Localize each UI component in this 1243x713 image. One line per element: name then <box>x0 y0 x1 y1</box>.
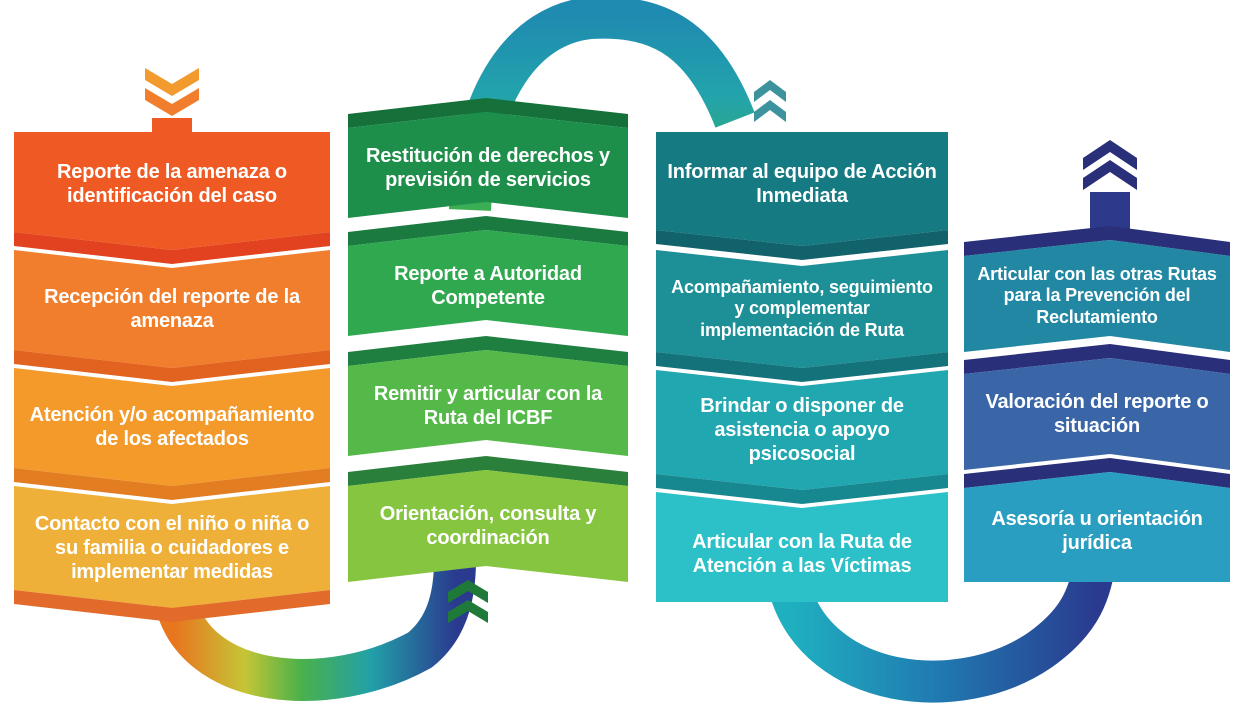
step-box <box>14 132 330 250</box>
chevron-down-icon <box>145 68 199 96</box>
step-label-navy-1: Articular con las otras Rutas para la Pr… <box>977 263 1217 327</box>
column-orange <box>14 68 330 622</box>
step-label-teal-2: Acompañamiento, seguimiento y complement… <box>671 276 933 340</box>
chevron-up-icon <box>1083 140 1137 170</box>
step-box <box>14 486 330 608</box>
step-label-orange-2: Recepción del reporte de la amenaza <box>44 286 300 332</box>
step-box <box>964 240 1230 352</box>
band-chevron-icon <box>448 600 488 623</box>
step-box <box>656 492 948 602</box>
step-label-teal-1: Informar al equipo de Acción Inmediata <box>667 161 937 207</box>
step-label-orange-3: Atención y/o acompañamiento de los afect… <box>29 404 315 450</box>
step-label-navy-2: Valoración del reporte o situación <box>985 391 1209 437</box>
band-chevron-icon <box>754 100 786 122</box>
chevron-down-icon <box>145 88 199 116</box>
step-label-teal-4: Articular con la Ruta de Atención a las … <box>692 531 912 577</box>
step-box <box>348 350 628 456</box>
step-box <box>656 250 948 368</box>
step-box <box>14 250 330 368</box>
step-box <box>964 472 1230 582</box>
step-label-green-2: Reporte a Autoridad Competente <box>394 263 582 309</box>
step-box <box>964 358 1230 470</box>
chevron-up-icon <box>1083 160 1137 190</box>
step-box <box>656 132 948 246</box>
step-label-green-4: Orientación, consulta y coordinación <box>379 503 597 549</box>
step-label-green-3: Remitir y articular con la Ruta del ICBF <box>373 383 603 429</box>
column-navy <box>964 140 1230 582</box>
step-label-navy-3: Asesoría u orientación jurídica <box>991 508 1203 554</box>
step-label-green-1: Restitución de derechos y previsión de s… <box>366 145 610 191</box>
step-box <box>656 370 948 490</box>
band-chevron-icon <box>754 80 786 102</box>
step-label-orange-1: Reporte de la amenaza o identificación d… <box>57 161 287 207</box>
column-green <box>348 98 628 582</box>
step-box <box>348 470 628 582</box>
step-label-teal-3: Brindar o disponer de asistencia o apoyo… <box>700 395 904 465</box>
step-box <box>348 230 628 336</box>
column-teal <box>656 132 948 602</box>
band-chevron-icon <box>448 580 488 603</box>
step-box <box>348 112 628 218</box>
step-box <box>14 368 330 486</box>
step-label-orange-4: Contacto con el niño o niña o su familia… <box>34 513 310 583</box>
